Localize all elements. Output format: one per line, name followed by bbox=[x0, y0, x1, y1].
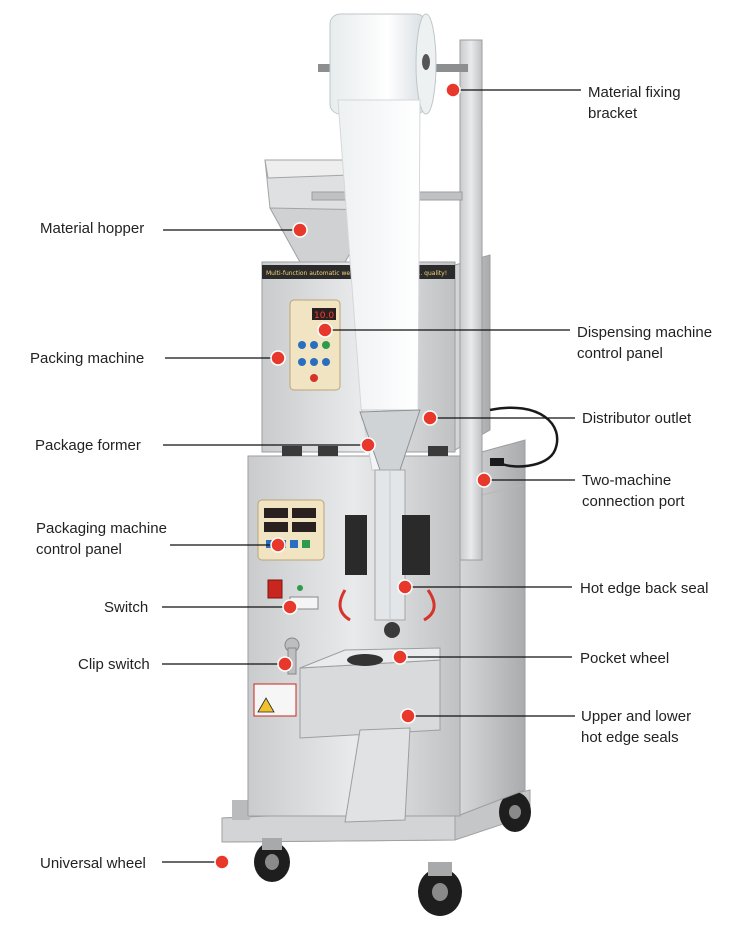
dispensing-display: 10.0 bbox=[314, 311, 334, 321]
label-universal-wheel: Universal wheel bbox=[40, 855, 146, 872]
red-dot-icon bbox=[422, 410, 438, 426]
callout-markers bbox=[214, 82, 492, 870]
red-dot-icon bbox=[270, 350, 286, 366]
label-hot-edge-back-seal: Hot edge back seal bbox=[580, 580, 709, 597]
red-dot-icon bbox=[214, 854, 230, 870]
discharge-chute bbox=[344, 727, 411, 823]
red-dot-icon bbox=[292, 222, 308, 238]
red-dot-icon bbox=[400, 708, 416, 724]
label-packing-machine: Packing machine bbox=[30, 350, 145, 367]
label-clip-switch: Clip switch bbox=[78, 656, 150, 673]
label-material-fixing-bracket: Material fixing bracket bbox=[588, 84, 681, 122]
label-upper-lower-seals: Upper and lower hot edge seals bbox=[581, 708, 692, 746]
universal-wheels bbox=[254, 792, 531, 916]
label-pocket-wheel: Pocket wheel bbox=[580, 650, 670, 667]
dispensing-control-panel: 10.0 bbox=[289, 299, 341, 391]
label-switch: Switch bbox=[104, 599, 149, 616]
red-dot-icon bbox=[317, 322, 333, 338]
red-dot-icon bbox=[397, 579, 413, 595]
package-former bbox=[359, 409, 421, 621]
label-dispensing-control-panel: Dispensing machine control panel bbox=[577, 324, 713, 362]
label-two-machine-port: Two-machine connection port bbox=[582, 472, 685, 510]
connection-cable bbox=[489, 406, 559, 468]
warning-triangle-icon bbox=[257, 697, 275, 713]
red-dot-icon bbox=[476, 472, 492, 488]
sealing-assemblies bbox=[338, 515, 436, 638]
red-dot-icon bbox=[360, 437, 376, 453]
label-distributor-outlet: Distributor outlet bbox=[582, 410, 692, 427]
label-packaging-control-panel: Packaging machine control panel bbox=[36, 520, 167, 558]
red-dot-icon bbox=[282, 599, 298, 615]
warning-label bbox=[253, 683, 297, 717]
red-dot-icon bbox=[270, 537, 286, 553]
red-dot-icon bbox=[277, 656, 293, 672]
film-roll bbox=[329, 13, 437, 115]
red-dot-icon bbox=[392, 649, 408, 665]
label-package-former: Package former bbox=[35, 437, 141, 454]
label-material-hopper: Material hopper bbox=[40, 220, 145, 237]
leader-lines bbox=[162, 89, 581, 863]
red-dot-icon bbox=[445, 82, 461, 98]
hot-seal-box bbox=[299, 647, 441, 739]
packaging-control-panel bbox=[257, 499, 325, 561]
